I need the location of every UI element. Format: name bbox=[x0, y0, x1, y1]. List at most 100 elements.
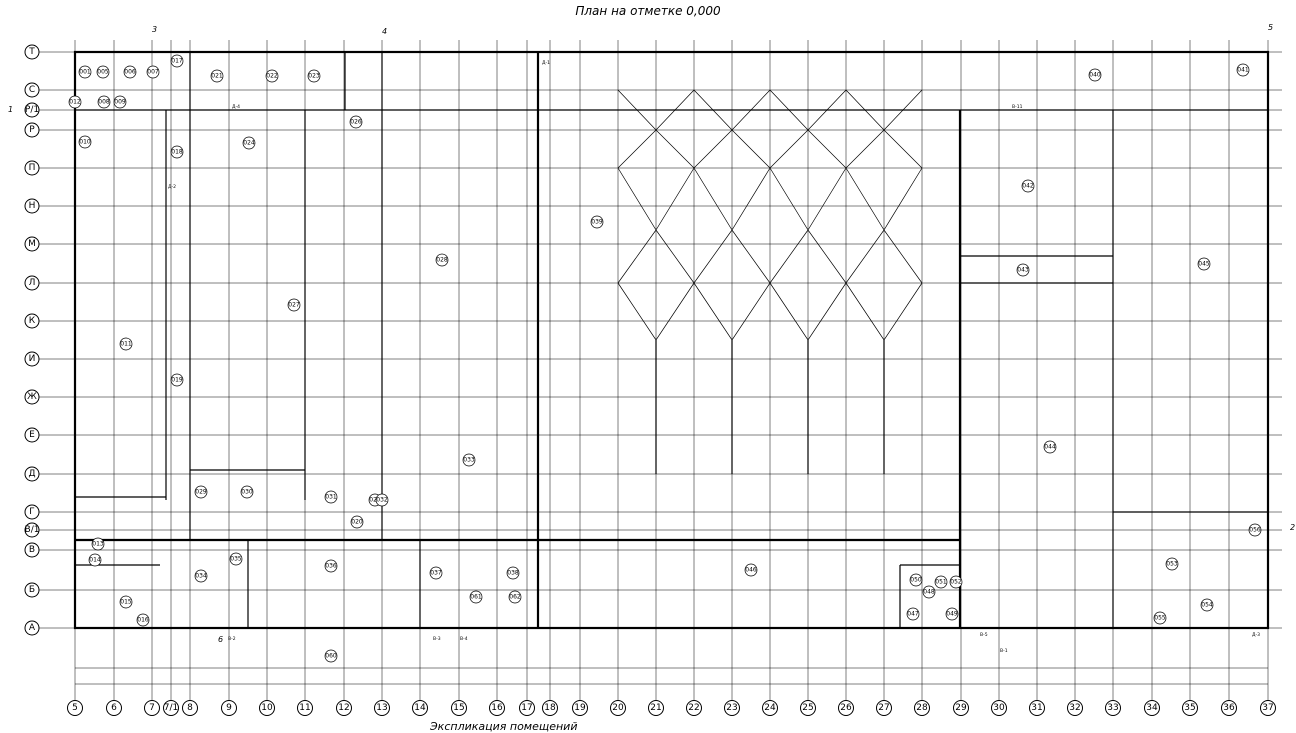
room-number-circle bbox=[119, 337, 133, 351]
row-axis-label: Р bbox=[29, 125, 35, 135]
room-number-circle bbox=[170, 54, 184, 68]
row-axis-bubble bbox=[24, 44, 40, 60]
col-axis-label: 32 bbox=[1069, 703, 1080, 713]
room-number: 001 bbox=[79, 69, 91, 76]
row-axis-bubble bbox=[24, 313, 40, 329]
room-number: 054 bbox=[1201, 602, 1213, 609]
col-axis-bubble bbox=[648, 700, 664, 716]
room-number: 016 bbox=[137, 617, 149, 624]
col-axis-label: 35 bbox=[1184, 703, 1195, 713]
col-axis-bubble bbox=[542, 700, 558, 716]
room-number-circle bbox=[590, 215, 604, 229]
room-number-circle bbox=[113, 95, 127, 109]
room-number: 020 bbox=[351, 519, 363, 526]
room-number: 055 bbox=[1154, 615, 1166, 622]
room-number: 005 bbox=[97, 69, 109, 76]
ridge-line bbox=[769, 129, 847, 169]
col-axis-label: 22 bbox=[688, 703, 699, 713]
col-axis-label: 34 bbox=[1146, 703, 1158, 713]
row-axis-bubble bbox=[24, 275, 40, 291]
room-number-circle bbox=[194, 485, 208, 499]
row-axis-bubble bbox=[24, 236, 40, 252]
plan-title: План на отметке 0,000 bbox=[575, 4, 721, 18]
room-number-circle bbox=[508, 590, 522, 604]
room-number-circle bbox=[170, 145, 184, 159]
col-axis-bubble bbox=[800, 700, 816, 716]
row-axis-bubble bbox=[24, 122, 40, 138]
section-mark: 6 bbox=[218, 635, 223, 644]
room-number: 045 bbox=[1198, 261, 1210, 268]
col-axis-bubble bbox=[914, 700, 930, 716]
room-explication-title: Экспликация помещений bbox=[430, 720, 578, 733]
room-number: 017 bbox=[171, 58, 183, 65]
col-axis-bubble bbox=[412, 700, 428, 716]
col-axis-label: 8 bbox=[187, 703, 193, 713]
room-number-circle bbox=[324, 649, 338, 663]
col-axis-bubble bbox=[144, 700, 160, 716]
room-number: 014 bbox=[89, 557, 101, 564]
row-axis-label: Е bbox=[29, 430, 35, 440]
col-axis-label: 28 bbox=[916, 703, 928, 713]
door-label: Д-1 bbox=[542, 60, 550, 66]
col-axis-bubble bbox=[336, 700, 352, 716]
room-number: 050 bbox=[910, 577, 922, 584]
col-axis-bubble bbox=[762, 700, 778, 716]
room-number-circle bbox=[287, 298, 301, 312]
col-axis-bubble bbox=[67, 700, 83, 716]
col-axis-label: 7/1 bbox=[164, 703, 178, 713]
col-axis-bubble bbox=[1182, 700, 1198, 716]
col-axis-bubble bbox=[182, 700, 198, 716]
room-number-circle bbox=[469, 590, 483, 604]
col-axis-label: 16 bbox=[491, 703, 503, 713]
col-axis-label: 30 bbox=[993, 703, 1005, 713]
row-axis-label: В/1 bbox=[25, 525, 40, 535]
row-axis-bubble bbox=[24, 542, 40, 558]
room-number-circle bbox=[1016, 263, 1030, 277]
room-number: 031 bbox=[325, 494, 337, 501]
row-axis-bubble bbox=[24, 351, 40, 367]
room-number-circle bbox=[307, 69, 321, 83]
ridge-line bbox=[617, 129, 695, 169]
room-number-circle bbox=[78, 135, 92, 149]
room-number-circle bbox=[240, 485, 254, 499]
room-number-circle bbox=[1248, 523, 1262, 537]
col-axis-bubble bbox=[163, 700, 179, 716]
col-axis-bubble bbox=[1067, 700, 1083, 716]
room-number-circle bbox=[429, 566, 443, 580]
row-axis-bubble bbox=[24, 582, 40, 598]
room-number-circle bbox=[123, 65, 137, 79]
room-number: 007 bbox=[147, 69, 159, 76]
col-axis-label: 19 bbox=[574, 703, 586, 713]
room-number-circle bbox=[91, 537, 105, 551]
room-number: 015 bbox=[120, 599, 132, 606]
col-axis-bubble bbox=[489, 700, 505, 716]
row-axis-label: С bbox=[29, 85, 35, 95]
row-axis-label: П bbox=[29, 163, 36, 173]
room-number-circle bbox=[97, 95, 111, 109]
room-number-circle bbox=[119, 595, 133, 609]
row-axis-label: М bbox=[28, 239, 36, 249]
col-axis-label: 31 bbox=[1031, 703, 1042, 713]
col-axis-bubble bbox=[1029, 700, 1045, 716]
room-number: 046 bbox=[745, 567, 757, 574]
col-axis-label: 10 bbox=[261, 703, 273, 713]
room-number: 036 bbox=[325, 563, 337, 570]
room-number-circle bbox=[1153, 611, 1167, 625]
col-axis-bubble bbox=[1221, 700, 1237, 716]
col-axis-label: 13 bbox=[376, 703, 387, 713]
row-axis-bubble bbox=[24, 160, 40, 176]
col-axis-label: 12 bbox=[338, 703, 349, 713]
section-mark: 1 bbox=[8, 105, 13, 114]
row-axis-bubble bbox=[24, 522, 40, 538]
col-axis-label: 17 bbox=[521, 703, 532, 713]
room-number-circle bbox=[350, 515, 364, 529]
row-axis-label: Н bbox=[29, 201, 36, 211]
room-number: 030 bbox=[241, 489, 253, 496]
ridge-line bbox=[769, 229, 847, 284]
row-axis-bubble bbox=[24, 466, 40, 482]
col-axis-bubble bbox=[610, 700, 626, 716]
door-label: В-2 bbox=[228, 636, 236, 642]
room-number: 044 bbox=[1044, 444, 1056, 451]
col-axis-bubble bbox=[451, 700, 467, 716]
